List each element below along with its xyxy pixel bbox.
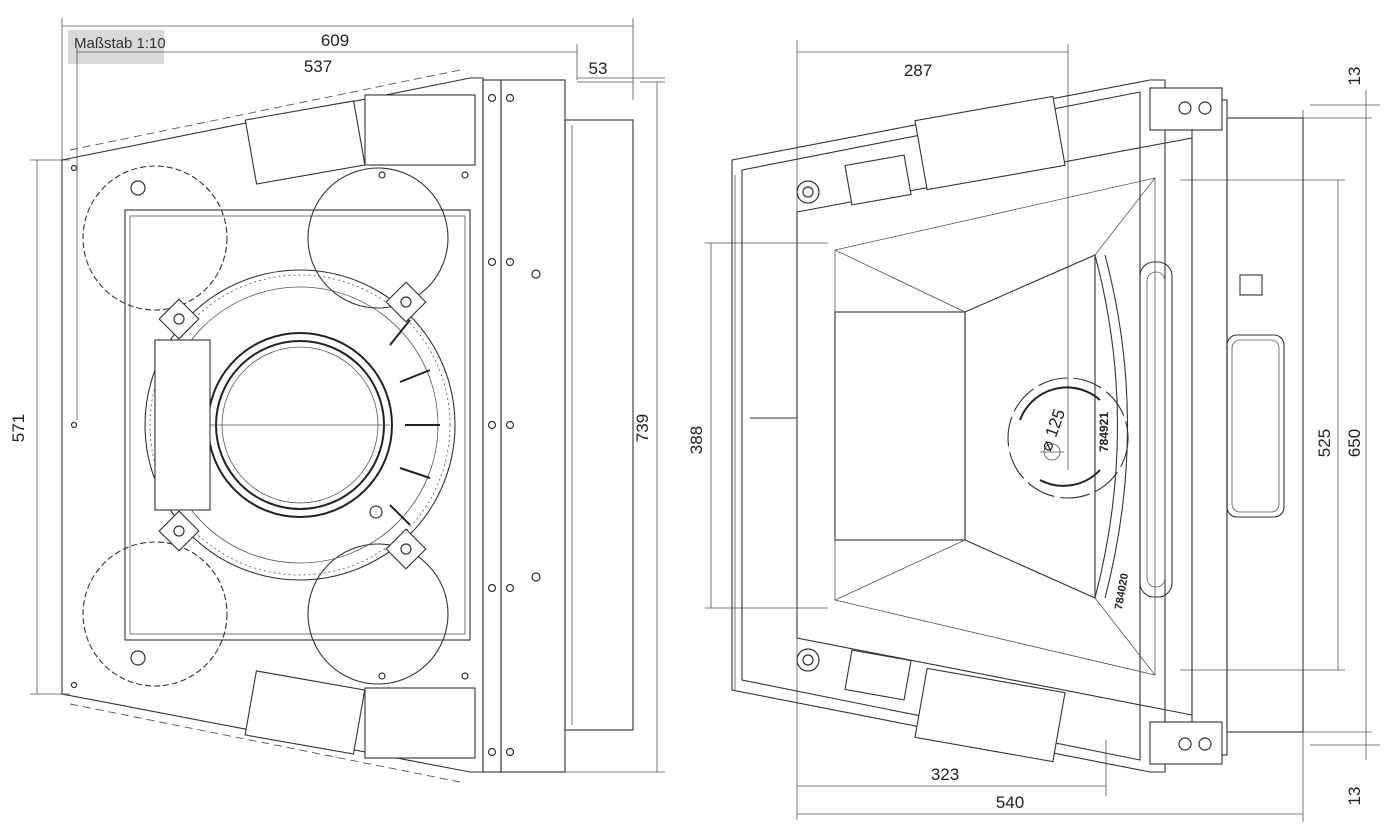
right-outer-housing <box>731 79 1166 773</box>
part-number-784921: 784921 <box>1097 412 1111 452</box>
dim-287: 287 <box>904 61 932 80</box>
dim-609: 609 <box>321 31 349 50</box>
dim-13-bottom: 13 <box>1345 787 1364 806</box>
part-number-784020: 784020 <box>1113 572 1131 610</box>
dim-525: 525 <box>1315 429 1334 457</box>
dim-388: 388 <box>687 426 706 454</box>
left-view: 609 537 53 571 739 <box>9 18 665 783</box>
right-firebox <box>796 137 1193 716</box>
right-flue-outlet <box>1007 377 1129 499</box>
dim-13-top: 13 <box>1345 67 1364 86</box>
dim-650: 650 <box>1345 429 1364 457</box>
right-handle <box>1226 334 1285 518</box>
dim-diameter-125: ⌀ 125 <box>1036 407 1069 454</box>
scale-label: Maßstab 1:10 <box>74 35 166 52</box>
right-view: 287 323 540 388 525 650 13 13 ⌀ 125 7849… <box>687 40 1380 822</box>
right-front-flange <box>1226 117 1304 733</box>
left-door-glass <box>564 119 634 731</box>
scale-label-box <box>68 30 164 64</box>
dim-571: 571 <box>9 414 28 442</box>
right-side-rail <box>1139 261 1173 598</box>
left-corner-circles <box>82 165 449 687</box>
left-burner-assembly <box>144 269 456 581</box>
left-dimension-lines <box>30 18 665 773</box>
dim-323: 323 <box>931 765 959 784</box>
dim-739: 739 <box>633 414 652 442</box>
dim-537: 537 <box>304 57 332 76</box>
left-screw-holes <box>70 93 541 757</box>
dim-53: 53 <box>589 59 608 78</box>
dim-540: 540 <box>996 793 1024 812</box>
left-inner-frame <box>124 209 471 641</box>
